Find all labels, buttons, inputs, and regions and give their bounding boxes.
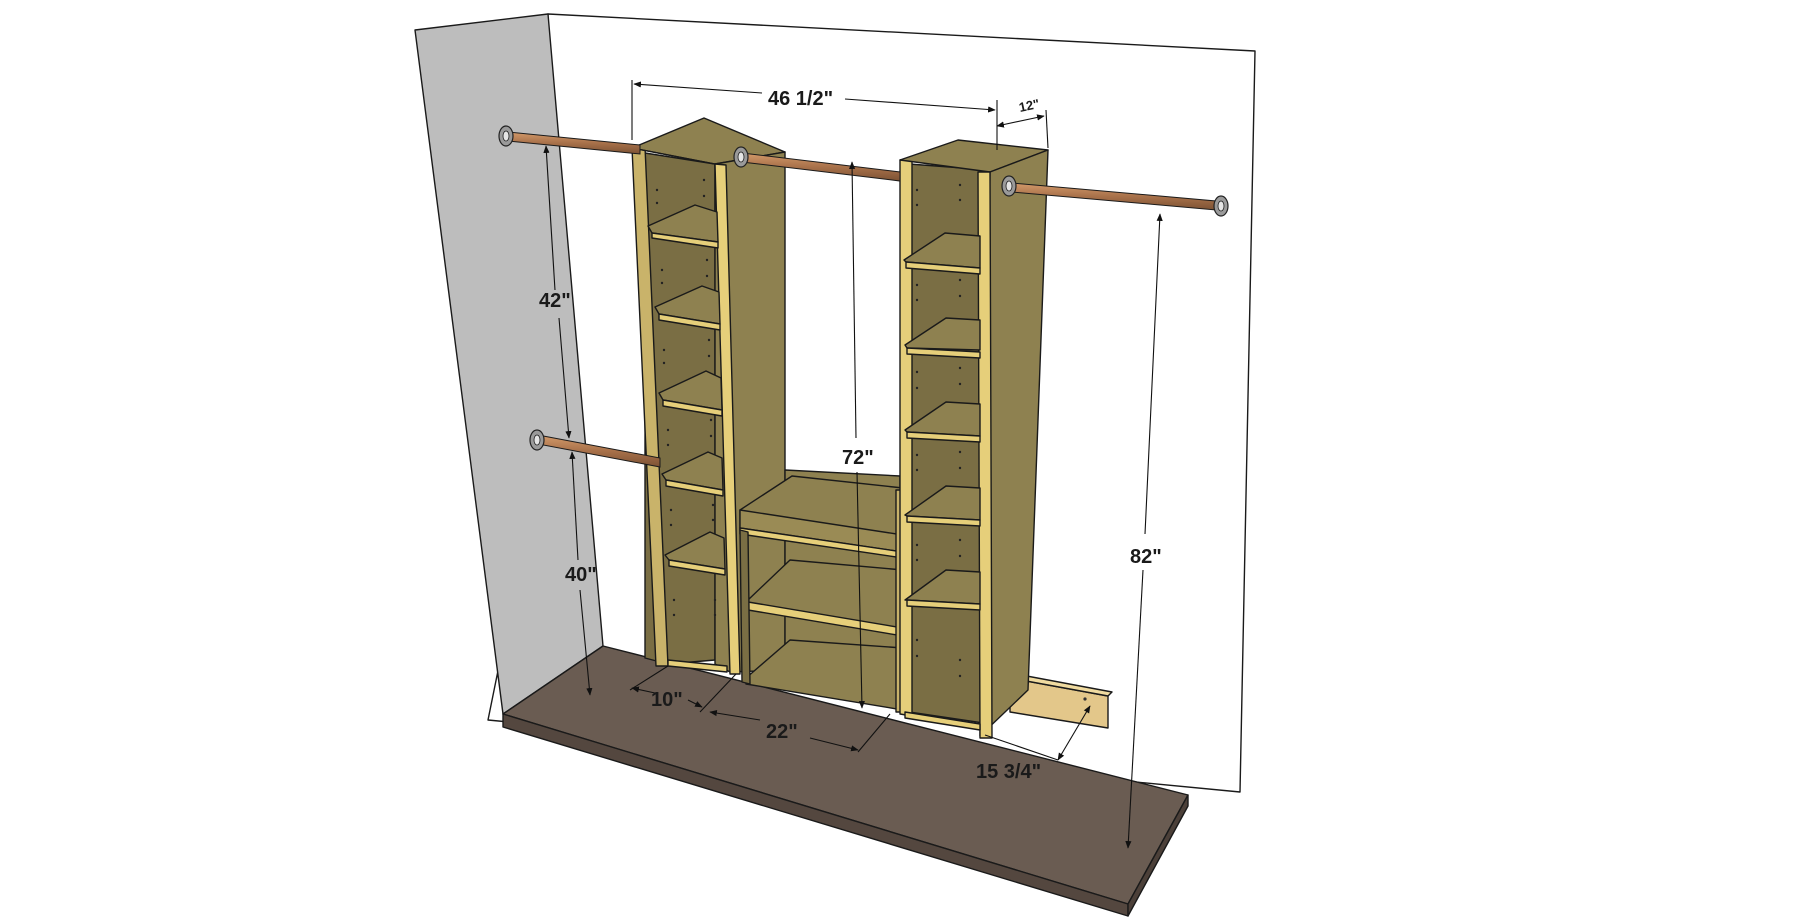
dim-width-line-left	[633, 81, 763, 94]
rod-flanges	[498, 125, 1229, 451]
center-section	[739, 469, 904, 713]
dim-40-line-bottom	[579, 589, 593, 696]
left-tower	[631, 117, 786, 675]
label-tower-depth: 12"	[1018, 96, 1041, 115]
label-base-spacer: 10"	[651, 689, 683, 711]
dim-40-line-top	[569, 451, 579, 561]
right-tower-shelves	[903, 232, 981, 731]
dim-extension	[857, 713, 891, 753]
dim-cleat-line	[1057, 705, 1091, 761]
cleat-screw	[1083, 697, 1087, 701]
closet-rods	[498, 125, 1229, 468]
dim-82-line-bottom	[1125, 569, 1144, 849]
label-cleat-length: 15 3/4"	[976, 761, 1041, 783]
dim-extension	[699, 673, 737, 713]
dim-22-line-right	[809, 737, 859, 752]
dim-42-line-bottom	[558, 317, 572, 439]
dim-10-line	[631, 686, 656, 694]
label-center-opening: 22"	[766, 721, 798, 743]
floor-right-edge	[1127, 794, 1189, 917]
dim-width-line-right	[844, 98, 996, 113]
dimension-labels: 46 1/2" 12" 42" 40" 72" 82" 10" 22" 15 3…	[539, 88, 1162, 783]
right-tower	[899, 139, 1049, 739]
dim-72-line-top	[849, 161, 857, 439]
dim-extension	[1045, 109, 1049, 149]
label-center-height: 72"	[842, 447, 874, 469]
label-total-width: 46 1/2"	[768, 88, 833, 110]
dim-extension	[984, 734, 1059, 761]
label-right-rod-height: 82"	[1130, 546, 1162, 568]
dim-depth-line	[996, 114, 1045, 128]
dim-42-line-top	[543, 145, 556, 291]
shelf-pin-holes	[655, 178, 717, 617]
dim-10-line	[687, 699, 703, 708]
label-upper-rod-height: 42"	[539, 290, 571, 312]
left-tower-shelves	[647, 204, 728, 673]
dim-22-line-left	[709, 710, 761, 721]
dim-extension	[629, 665, 669, 691]
label-lower-rod-height: 40"	[565, 564, 597, 586]
dim-72-line-bottom	[856, 471, 865, 709]
dimension-lines	[543, 80, 1163, 849]
right-shelf-pin-holes	[915, 183, 962, 678]
dim-82-line-top	[1144, 213, 1163, 535]
floor	[502, 645, 1189, 917]
